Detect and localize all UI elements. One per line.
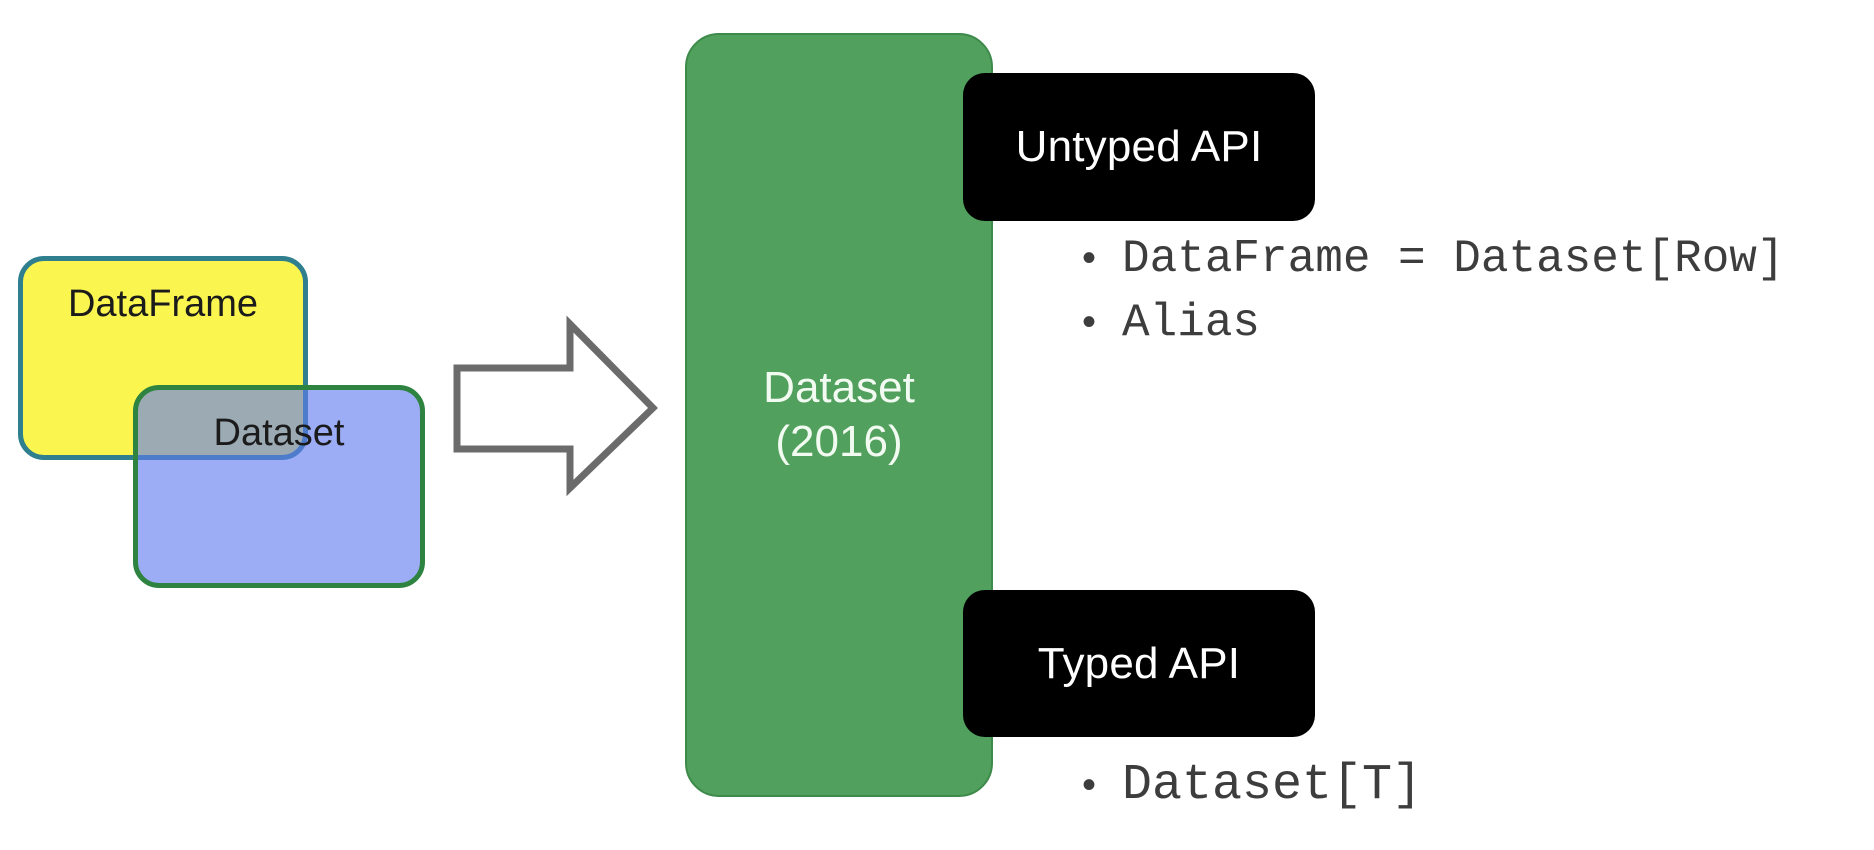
dataset-box: Dataset [133, 385, 425, 588]
bullet-marker-icon: • [1082, 763, 1097, 807]
untyped-api-label: Untyped API [1015, 122, 1263, 171]
dataframe-box-label: DataFrame [67, 283, 259, 325]
bullet-marker-icon: • [1082, 236, 1097, 280]
dataset-panel-year: (2016) [775, 417, 903, 466]
dataset-2016-panel: Dataset (2016) [685, 33, 993, 797]
list-item: • Alias [1082, 296, 1785, 350]
list-item: • DataFrame = Dataset[Row] [1082, 232, 1785, 286]
typed-api-label: Typed API [1037, 638, 1241, 688]
untyped-api-bullet-list: • DataFrame = Dataset[Row] • Alias [1082, 232, 1785, 361]
typed-api-bullet-list: • Dataset[T] [1082, 756, 1422, 815]
dataset-box-label: Dataset [213, 412, 345, 454]
list-item: • Dataset[T] [1082, 756, 1422, 815]
typed-api-pill: Typed API [963, 590, 1315, 737]
untyped-bullet-text-1: DataFrame = Dataset[Row] [1122, 233, 1785, 285]
typed-bullet-text-1: Dataset[T] [1122, 757, 1423, 814]
dataset-panel-title: Dataset [763, 363, 915, 413]
untyped-bullet-text-2: Alias [1122, 297, 1261, 350]
untyped-api-pill: Untyped API [963, 73, 1315, 221]
bullet-marker-icon: • [1082, 300, 1097, 345]
right-block-arrow-icon [453, 315, 658, 497]
arrow-shape [453, 315, 658, 497]
